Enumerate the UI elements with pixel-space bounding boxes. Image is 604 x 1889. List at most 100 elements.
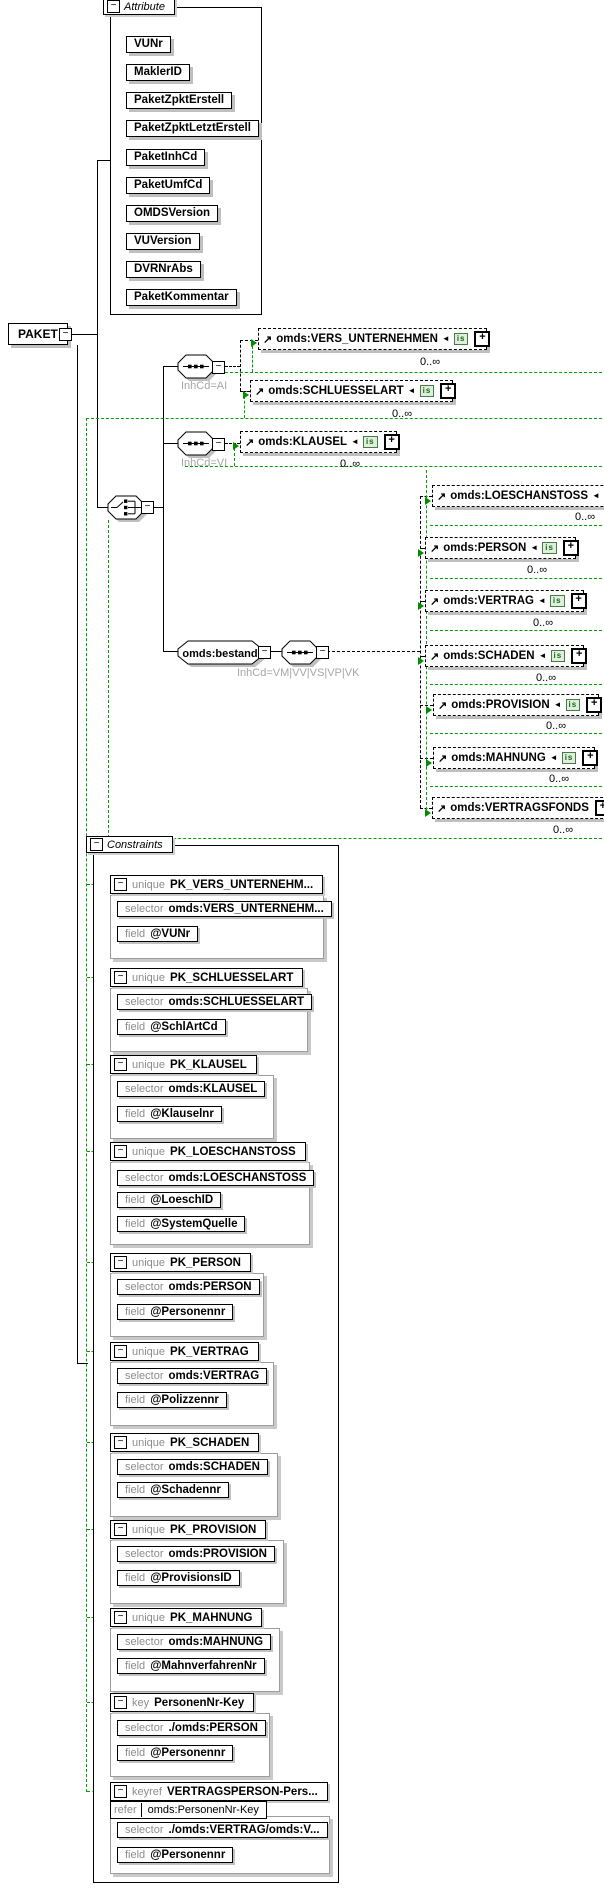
- constraint-selector-row[interactable]: selector omds:SCHADEN: [117, 1459, 268, 1475]
- element-schaden[interactable]: ↗ omds:SCHADEN ◄ is +: [425, 645, 588, 667]
- collapse-icon[interactable]: −: [258, 646, 271, 659]
- collapse-icon[interactable]: −: [107, 0, 120, 13]
- constraint-selector-row[interactable]: selector ./omds:VERTRAG/omds:V...: [117, 1822, 328, 1838]
- collapse-icon[interactable]: −: [114, 1058, 127, 1071]
- element-provision[interactable]: ↗ omds:PROVISION ◄ is +: [433, 694, 603, 716]
- attribute-omdsversion[interactable]: OMDSVersion: [126, 205, 219, 222]
- choice-icon[interactable]: [105, 492, 151, 524]
- key-arrow-icon: ◄: [407, 386, 416, 395]
- attribute-dvrnrabs[interactable]: DVRNrAbs: [126, 261, 201, 278]
- constraint-unique-pk-vers-unternehmen[interactable]: − unique PK_VERS_UNTERNEHM...: [110, 875, 324, 894]
- constraint-unique-pk-vertrag[interactable]: − unique PK_VERTRAG: [110, 1342, 259, 1361]
- expand-icon[interactable]: +: [562, 540, 579, 556]
- collapse-icon[interactable]: −: [114, 1785, 127, 1798]
- sequence-icon[interactable]: [279, 637, 325, 669]
- constraint-selector-row[interactable]: selector omds:SCHLUESSELART: [117, 994, 312, 1010]
- element-klausel[interactable]: ↗ omds:KLAUSEL ◄ is +: [240, 431, 400, 453]
- constraint-arrowhead-icon: [233, 442, 239, 450]
- collapse-icon[interactable]: −: [90, 838, 103, 851]
- constraint-selector-row[interactable]: selector omds:VERS_UNTERNEHM...: [117, 901, 332, 917]
- collapse-icon[interactable]: −: [316, 646, 329, 659]
- attribute-maklerid[interactable]: MaklerID: [126, 64, 190, 81]
- constraint-selector-row[interactable]: selector omds:VERTRAG: [117, 1368, 268, 1384]
- constraint-unique-pk-loeschanstoss[interactable]: − unique PK_LOESCHANSTOSS: [110, 1142, 306, 1161]
- key-arrow-icon: ◄: [441, 334, 450, 343]
- element-vertragsfonds[interactable]: ↗ omds:VERTRAGSFONDS +: [432, 797, 604, 819]
- constraint-field-row[interactable]: field @LoeschID: [117, 1192, 222, 1208]
- collapse-icon[interactable]: −: [114, 1145, 127, 1158]
- constraint-key-personennr-key[interactable]: − key PersonenNr-Key: [110, 1693, 255, 1712]
- element-schluesselart[interactable]: ↗ omds:SCHLUESSELART ◄ is +: [250, 380, 457, 402]
- constraint-field-row[interactable]: field @MahnverfahrenNr: [117, 1658, 265, 1674]
- attribute-paketzpktletzterstell[interactable]: PaketZpktLetztErstell: [126, 120, 259, 137]
- collapse-icon[interactable]: −: [212, 361, 225, 374]
- constraints-section-tab[interactable]: − Constraints: [86, 836, 173, 853]
- constraint-field-row[interactable]: field @Personennr: [117, 1847, 234, 1863]
- constraint-keyref-vertragsperson[interactable]: − keyref VERTRAGSPERSON-Pers...: [110, 1782, 328, 1801]
- constraint-refer-row[interactable]: refer omds:PersonenNr-Key: [110, 1801, 267, 1819]
- element-mahnung[interactable]: ↗ omds:MAHNUNG ◄ is +: [433, 747, 599, 769]
- element-bestand[interactable]: omds:bestand: [175, 637, 273, 669]
- constraint-selector-row[interactable]: selector omds:PERSON: [117, 1279, 260, 1295]
- expand-icon[interactable]: +: [594, 800, 604, 816]
- attribute-paketkommentar[interactable]: PaketKommentar: [126, 289, 237, 306]
- element-vertrag[interactable]: ↗ omds:VERTRAG ◄ is +: [425, 590, 587, 612]
- root-element-paket[interactable]: PAKET: [8, 323, 68, 345]
- constraint-selector-row[interactable]: selector omds:KLAUSEL: [117, 1081, 266, 1097]
- constraint-selector-row[interactable]: selector ./omds:PERSON: [117, 1720, 266, 1736]
- attribute-vunr[interactable]: VUNr: [126, 36, 171, 53]
- constraint-field-row[interactable]: field @Personennr: [117, 1304, 234, 1320]
- element-person[interactable]: ↗ omds:PERSON ◄ is +: [425, 537, 579, 559]
- constraint-field-row[interactable]: field @Schadennr: [117, 1482, 229, 1498]
- attribute-vuversion[interactable]: VUVersion: [126, 233, 200, 250]
- constraint-unique-pk-provision[interactable]: − unique PK_PROVISION: [110, 1520, 267, 1539]
- constraint-field-row[interactable]: field @SystemQuelle: [117, 1216, 246, 1232]
- element-vers-unternehmen[interactable]: ↗ omds:VERS_UNTERNEHMEN ◄ is +: [258, 328, 491, 350]
- collapse-icon[interactable]: −: [114, 1696, 127, 1709]
- constraint-name: VERTRAGSPERSON-Pers...: [166, 1785, 318, 1798]
- collapse-icon[interactable]: −: [114, 1611, 127, 1624]
- constraint-unique-pk-person[interactable]: − unique PK_PERSON: [110, 1253, 251, 1272]
- attribute-paketzpkterstell[interactable]: PaketZpktErstell: [126, 92, 233, 109]
- collapse-icon[interactable]: −: [114, 1523, 127, 1536]
- expand-icon[interactable]: +: [586, 697, 603, 713]
- collapse-icon[interactable]: −: [114, 878, 127, 891]
- expand-icon[interactable]: +: [571, 648, 588, 664]
- field-value: @Personennr: [150, 1747, 226, 1759]
- collapse-icon[interactable]: −: [212, 438, 225, 451]
- expand-icon[interactable]: +: [582, 750, 599, 766]
- constraint-field-row[interactable]: field @ProvisionsID: [117, 1570, 240, 1586]
- expand-icon[interactable]: +: [570, 593, 587, 609]
- constraint-scope-line: [86, 418, 602, 419]
- constraint-selector-row[interactable]: selector omds:LOESCHANSTOSS: [117, 1170, 315, 1186]
- constraint-unique-pk-mahnung[interactable]: − unique PK_MAHNUNG: [110, 1608, 263, 1627]
- constraint-field-row[interactable]: field @Personennr: [117, 1745, 234, 1761]
- expand-icon[interactable]: +: [474, 331, 491, 347]
- constraint-scope-line: [244, 396, 245, 418]
- attribute-section-tab[interactable]: − Attribute: [103, 0, 175, 15]
- constraint-unique-pk-schaden[interactable]: − unique PK_SCHADEN: [110, 1433, 260, 1452]
- constraint-selector-row[interactable]: selector omds:MAHNUNG: [117, 1634, 272, 1650]
- sequence-icon[interactable]: [175, 351, 221, 383]
- constraint-unique-pk-klausel[interactable]: − unique PK_KLAUSEL: [110, 1055, 257, 1074]
- expand-icon[interactable]: +: [383, 434, 400, 450]
- constraint-field-row[interactable]: field @Klauselnr: [117, 1106, 222, 1122]
- collapse-icon[interactable]: −: [114, 971, 127, 984]
- collapse-icon[interactable]: −: [141, 501, 154, 514]
- collapse-icon[interactable]: −: [114, 1345, 127, 1358]
- constraint-field-row[interactable]: field @Polizzennr: [117, 1392, 227, 1408]
- occurs-label: 0..∞: [420, 356, 441, 368]
- constraint-unique-pk-schluesselart[interactable]: − unique PK_SCHLUESSELART: [110, 968, 304, 987]
- expand-icon[interactable]: +: [440, 383, 457, 399]
- collapse-icon[interactable]: −: [59, 328, 72, 341]
- sequence-icon[interactable]: [175, 428, 221, 460]
- element-loeschanstoss[interactable]: ↗ omds:LOESCHANSTOSS ◄ is +: [432, 485, 604, 507]
- constraint-field-row[interactable]: field @SchlArtCd: [117, 1019, 226, 1035]
- collapse-icon[interactable]: −: [114, 1256, 127, 1269]
- constraint-selector-row[interactable]: selector omds:PROVISION: [117, 1546, 275, 1562]
- selector-keyword: selector: [125, 1548, 164, 1560]
- attribute-paketinhcd[interactable]: PaketInhCd: [126, 149, 206, 166]
- attribute-paketumfcd[interactable]: PaketUmfCd: [126, 177, 211, 194]
- collapse-icon[interactable]: −: [114, 1436, 127, 1449]
- constraint-field-row[interactable]: field @VUNr: [117, 926, 199, 942]
